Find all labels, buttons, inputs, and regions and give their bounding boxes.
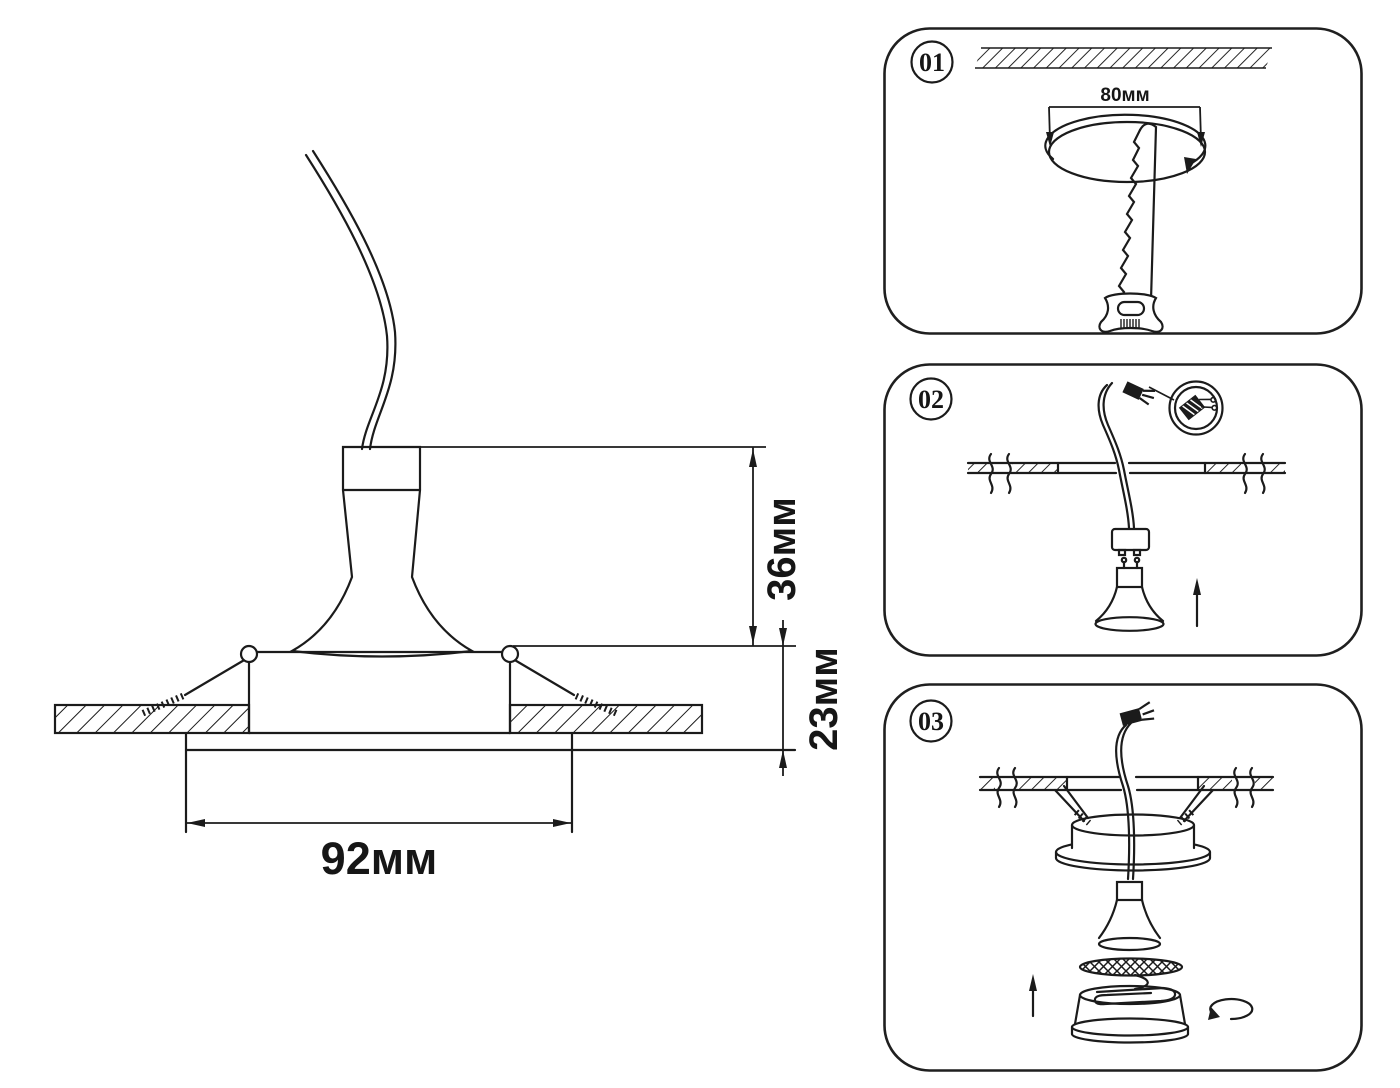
connection-magnifier: [1168, 380, 1224, 436]
step-badge-03: 03: [909, 699, 953, 743]
ceiling-hatch-band: [975, 47, 1272, 69]
wire-connector: [1119, 701, 1155, 726]
drywall-saw: [1098, 122, 1164, 333]
dimensions: 36мм 23мм 92мм: [186, 446, 846, 884]
spring-clip-left: [1053, 784, 1092, 826]
pivot-right: [500, 644, 520, 664]
pivot-left: [239, 644, 259, 664]
step-panel-01: 01 80мм: [883, 27, 1363, 335]
break-mark: [996, 766, 1002, 809]
dim-36mm: 36мм: [760, 497, 804, 601]
step-panel-03: 03: [883, 683, 1363, 1072]
gu10-lamp: [1097, 880, 1162, 952]
anti-glare-mesh: [1078, 957, 1184, 977]
insert-arrow-up: [1193, 578, 1201, 628]
saw-handle: [1098, 292, 1164, 333]
trim-ring: [184, 731, 797, 834]
spring-clip-right: [511, 657, 620, 717]
dim-80mm: 80мм: [1100, 85, 1149, 106]
spring-clip-right: [1176, 784, 1215, 826]
gu10-lamp: [1094, 556, 1165, 632]
step-number-03: 03: [918, 707, 944, 736]
step-number-02: 02: [918, 385, 944, 414]
gu10-lamp: [288, 445, 476, 658]
insert-arrow-up: [1029, 974, 1037, 1018]
cutout-ellipse: [1044, 113, 1207, 184]
rotation-arrow: [1044, 113, 1207, 166]
step-panel-02: 02: [883, 363, 1363, 657]
ceiling-band: [978, 766, 1275, 809]
wire-connector: [1122, 381, 1156, 406]
dim-92mm: 92мм: [321, 833, 438, 884]
main-fixture-drawing: 36мм 23мм 92мм: [53, 149, 846, 884]
retainer-spring: [1093, 986, 1177, 1006]
trim-ring: [1070, 973, 1190, 1044]
spring-clip-left: [139, 657, 248, 717]
twist-arrow: [1208, 997, 1254, 1021]
supply-wire: [1115, 721, 1136, 881]
ceiling-band: [966, 452, 1287, 495]
magnifier-leader: [1148, 386, 1175, 401]
step-number-01: 01: [919, 48, 945, 77]
fixture-housing: [239, 644, 520, 735]
dim-23mm: 23мм: [802, 647, 846, 751]
break-mark: [988, 452, 994, 495]
supply-wire: [1097, 381, 1136, 530]
hole-dimension: 80мм: [1046, 85, 1205, 147]
step-badge-02: 02: [909, 377, 953, 421]
lamp-holder: [1110, 527, 1151, 557]
step-badge-01: 01: [910, 40, 954, 84]
power-wire: [304, 149, 397, 451]
